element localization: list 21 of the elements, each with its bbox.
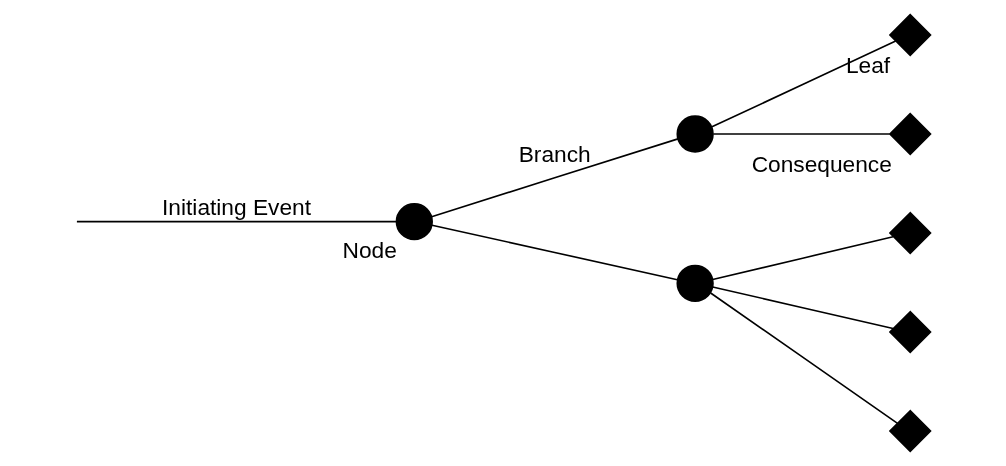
node-diamond: [888, 310, 932, 354]
node-label: Consequence: [751, 151, 892, 178]
connector: [431, 224, 679, 281]
node-circle: [395, 202, 433, 241]
node-diamond: [888, 409, 932, 453]
connector: [711, 286, 894, 330]
connector: [711, 40, 897, 128]
connector: [711, 235, 894, 281]
node-label: Node: [342, 236, 397, 263]
node-diamond: [888, 112, 932, 156]
edge-label: Branch: [518, 140, 591, 167]
node-label: Leaf: [845, 52, 891, 79]
edge-label: Initiating Event: [162, 194, 312, 221]
connector: [709, 292, 899, 425]
connector: [430, 138, 679, 218]
node-diamond: [888, 211, 932, 255]
connector: [712, 133, 891, 135]
connector: [76, 220, 397, 223]
node-circle: [676, 115, 714, 153]
node-diamond: [888, 13, 932, 57]
node-circle: [676, 264, 714, 302]
